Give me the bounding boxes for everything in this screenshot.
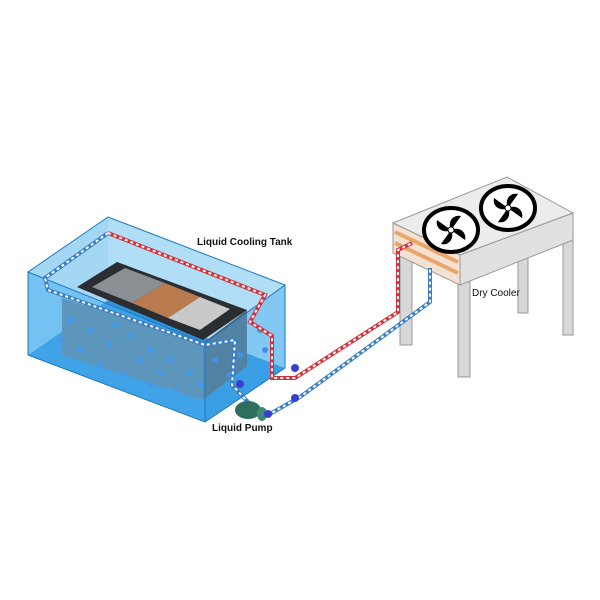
pipes xyxy=(42,231,432,421)
valve-icon xyxy=(291,364,299,372)
server-board xyxy=(92,268,165,303)
cooler-leg xyxy=(562,237,574,336)
valve-icon xyxy=(236,380,244,388)
tank-label: Liquid Cooling Tank xyxy=(197,237,293,248)
bubble xyxy=(262,347,268,353)
fan-icon xyxy=(479,184,537,232)
pump-icon xyxy=(235,401,267,421)
cooler-leg xyxy=(457,281,471,378)
fan-icon xyxy=(422,206,480,254)
bubble xyxy=(237,352,243,358)
tank-front-wall xyxy=(28,272,205,422)
cooler-label: Dry Cooler xyxy=(472,288,520,299)
server-board xyxy=(168,297,230,330)
bubble xyxy=(212,357,218,363)
dry-cooler xyxy=(391,176,575,378)
server-block-side xyxy=(203,310,247,400)
heat-coil xyxy=(394,230,459,264)
tank-edges xyxy=(27,216,287,423)
hot-pipe xyxy=(107,231,413,380)
liquid-cooling-tank xyxy=(27,216,287,423)
server-board xyxy=(132,283,200,318)
pump-label: Liquid Pump xyxy=(212,423,273,434)
cooler-leg xyxy=(517,257,529,314)
cooler-leg xyxy=(399,249,413,346)
cold-pipe-dash xyxy=(43,232,431,417)
valve-icon xyxy=(291,394,299,402)
valve-icon xyxy=(264,410,272,418)
tank-right-wall xyxy=(205,285,285,422)
